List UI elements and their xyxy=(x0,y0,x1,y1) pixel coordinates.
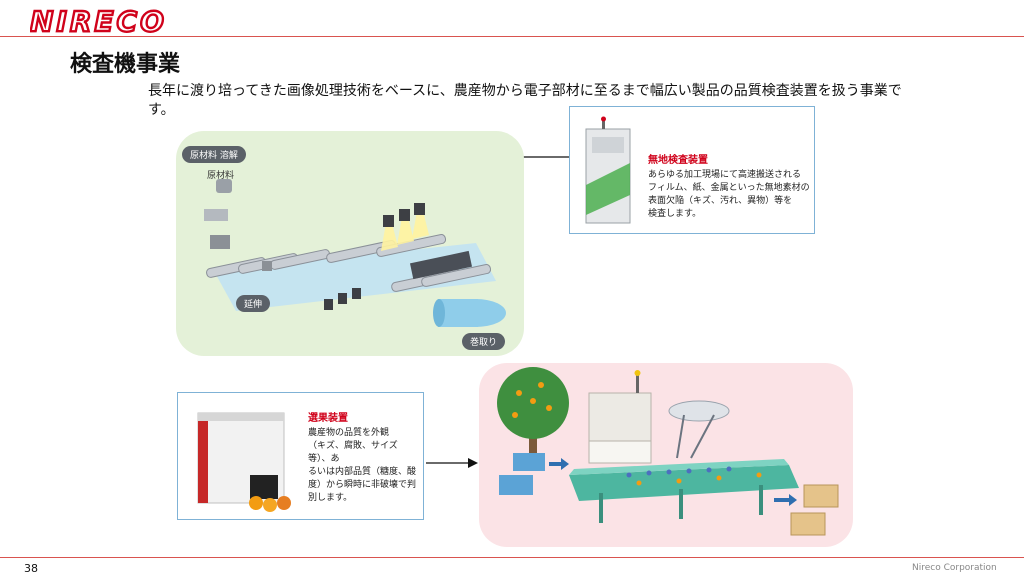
desc-line: 表面欠陥（キズ、汚れ、異物）等を xyxy=(648,196,793,206)
tag-winding: 巻取り xyxy=(462,333,506,350)
desc-line: （キズ、腐敗、サイズ等）、あ xyxy=(308,441,398,464)
sorter-arrow xyxy=(426,458,478,468)
desc-line: あらゆる加工現場にて高速搬送される xyxy=(648,170,802,180)
lead-text: 長年に渡り培ってきた画像処理技術をベースに、農産物から電子部材に至るまで幅広い製… xyxy=(148,83,902,118)
sorter-title: 選果装置 xyxy=(308,413,348,424)
inspection-cabinet-image xyxy=(585,116,631,224)
sorter-machine-image xyxy=(197,412,291,512)
sorter-description: 農産物の品質を外観 （キズ、腐敗、サイズ等）、あ るいは内部品質（糖度、酸 度）… xyxy=(308,427,420,505)
desc-line: 検査します。 xyxy=(648,209,702,219)
film-inspection-description: あらゆる加工現場にて高速搬送される フィルム、紙、金属といった無地素材の 表面欠… xyxy=(648,169,810,221)
film-process-panel: 原材料 溶解 原材料 延伸 巻取り xyxy=(176,131,524,356)
header-rule xyxy=(0,36,1024,37)
raw-material-label: 原材料 xyxy=(207,171,235,181)
desc-line: フィルム、紙、金属といった無地素材の xyxy=(648,183,810,193)
tag-melt: 原材料 溶解 xyxy=(182,146,246,163)
desc-line: るいは内部品質（糖度、酸 xyxy=(308,467,417,477)
footer-company: Nireco Corporation xyxy=(912,563,997,573)
film-inspection-title: 無地検査装置 xyxy=(648,155,708,166)
footer-rule xyxy=(0,557,1024,558)
sorting-line-illustration xyxy=(497,367,839,536)
film-inspection-card: 無地検査装置 あらゆる加工現場にて高速搬送される フィルム、紙、金属といった無地… xyxy=(569,106,815,234)
sorter-card: 選果装置 農産物の品質を外観 （キズ、腐敗、サイズ等）、あ るいは内部品質（糖度… xyxy=(177,392,424,520)
film-line-illustration xyxy=(204,179,506,327)
tag-stretch: 延伸 xyxy=(236,295,271,312)
logo-text: NIRECO xyxy=(30,6,167,34)
desc-line: 農産物の品質を外観 xyxy=(308,428,390,438)
slide-title: 検査機事業 xyxy=(70,52,181,77)
desc-line: 別します。 xyxy=(308,493,353,503)
page-number: 38 xyxy=(24,562,38,575)
nireco-logo: NIRECO xyxy=(30,6,167,34)
desc-line: 度）から瞬時に非破壊で判 xyxy=(308,480,417,490)
sorting-line-panel xyxy=(479,363,853,547)
